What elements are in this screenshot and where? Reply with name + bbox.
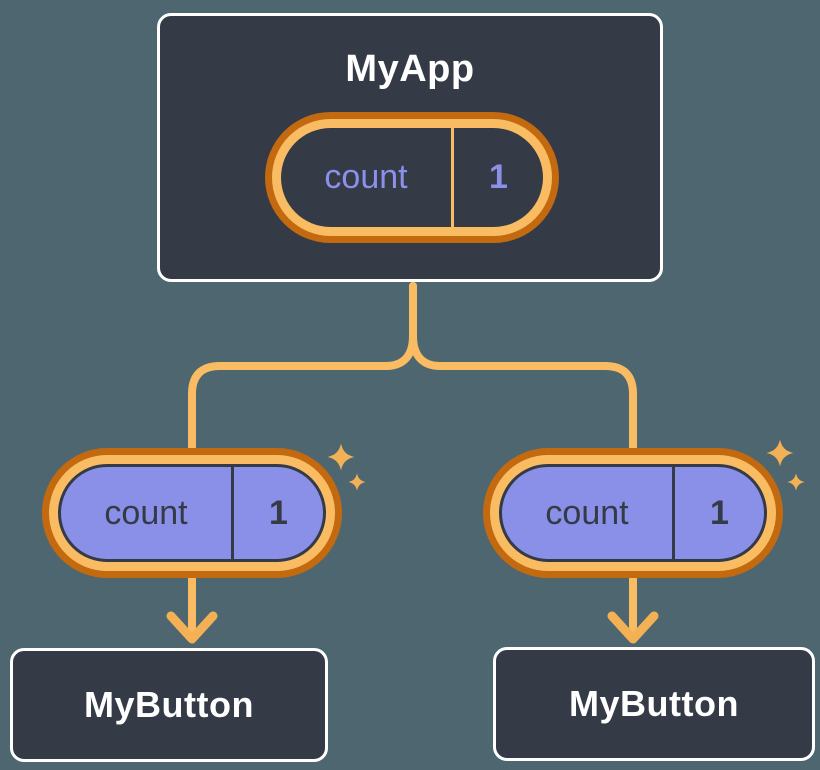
mybutton-left-prop-pill: count 1 [42, 448, 342, 578]
sparkle-icon [787, 473, 805, 491]
pill-ring: count 1 [272, 119, 552, 236]
pill-ring: count 1 [49, 455, 335, 571]
state-name-label: count [324, 158, 408, 196]
myapp-state-pill: count 1 [265, 112, 559, 243]
connector-right-branch [409, 282, 637, 643]
mybutton-left-title: MyButton [84, 684, 254, 725]
pill-ring: count 1 [490, 455, 776, 571]
state-value-label: 1 [269, 493, 288, 532]
arrow-down-right-icon [607, 611, 659, 644]
pill-body: count 1 [58, 464, 326, 562]
state-value-label: 1 [489, 158, 508, 196]
sparkle-icon [348, 473, 366, 491]
mybutton-left-component-box: MyButton [10, 648, 328, 762]
sparkle-icon [766, 439, 794, 467]
pill-divider [231, 467, 234, 559]
state-name-label: count [545, 493, 629, 532]
mybutton-right-title: MyButton [569, 683, 739, 724]
arrow-down-left-icon [166, 611, 218, 644]
myapp-title: MyApp [345, 48, 475, 90]
pill-divider [672, 467, 675, 559]
mybutton-right-component-box: MyButton [493, 647, 815, 761]
pill-body: count 1 [499, 464, 767, 562]
sparkle-icon [327, 443, 355, 471]
mybutton-right-prop-pill: count 1 [483, 448, 783, 578]
state-value-label: 1 [710, 493, 729, 532]
pill-divider [451, 128, 454, 227]
pill-body: count 1 [281, 128, 543, 227]
state-name-label: count [104, 493, 188, 532]
